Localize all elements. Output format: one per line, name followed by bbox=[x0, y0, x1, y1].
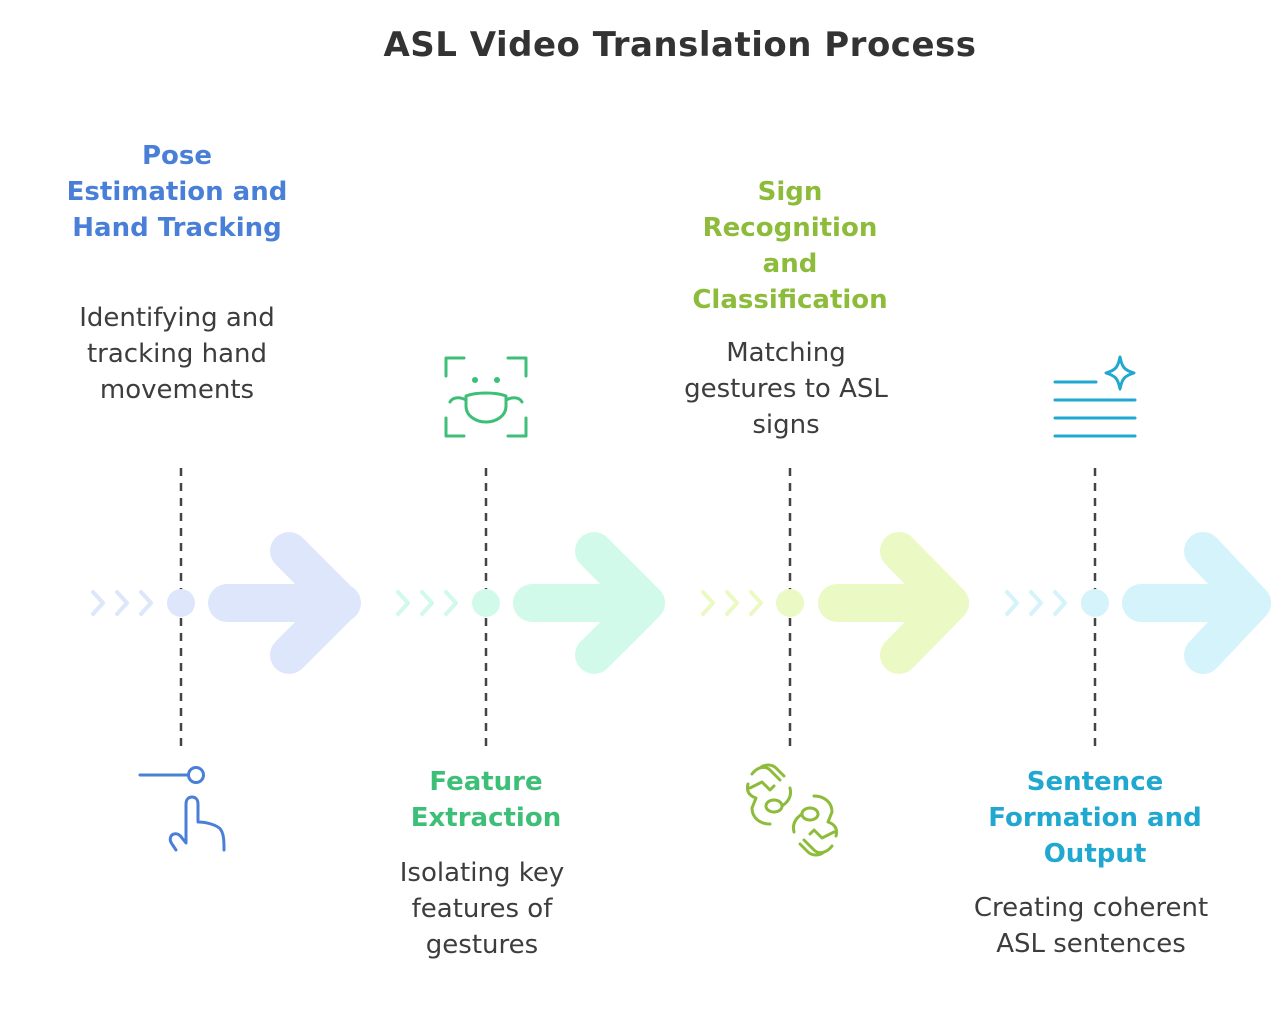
text-sparkle-icon bbox=[1053, 355, 1137, 438]
step-3-dot bbox=[776, 589, 804, 617]
step-1-arrow bbox=[91, 532, 361, 674]
step-4-dot bbox=[1081, 589, 1109, 617]
step-3-description: Matching gestures to ASL signs bbox=[684, 338, 888, 440]
step-4-description: Creating coherent ASL sentences bbox=[973, 893, 1209, 959]
step-4-arrow bbox=[1005, 532, 1271, 674]
step-1-description: Identifying and tracking hand movements bbox=[79, 303, 275, 405]
step-3-title: Sign Recognition and Classification bbox=[692, 177, 888, 315]
step-2-arrow bbox=[396, 532, 665, 674]
step-1-title: Pose Estimation and Hand Tracking bbox=[66, 141, 288, 243]
step-4-title: Sentence Formation and Output bbox=[988, 767, 1202, 869]
step-1-dot bbox=[167, 589, 195, 617]
face-scan-icon bbox=[444, 356, 528, 438]
step-3-arrow bbox=[701, 532, 969, 674]
step-2-dot bbox=[472, 589, 500, 617]
hand-touch-icon bbox=[138, 766, 226, 852]
sign-language-icon bbox=[746, 763, 838, 857]
step-2-description: Isolating key features of gestures bbox=[399, 858, 565, 960]
diagram-title: ASL Video Translation Process bbox=[383, 24, 977, 65]
step-2-title: Feature Extraction bbox=[410, 767, 562, 833]
